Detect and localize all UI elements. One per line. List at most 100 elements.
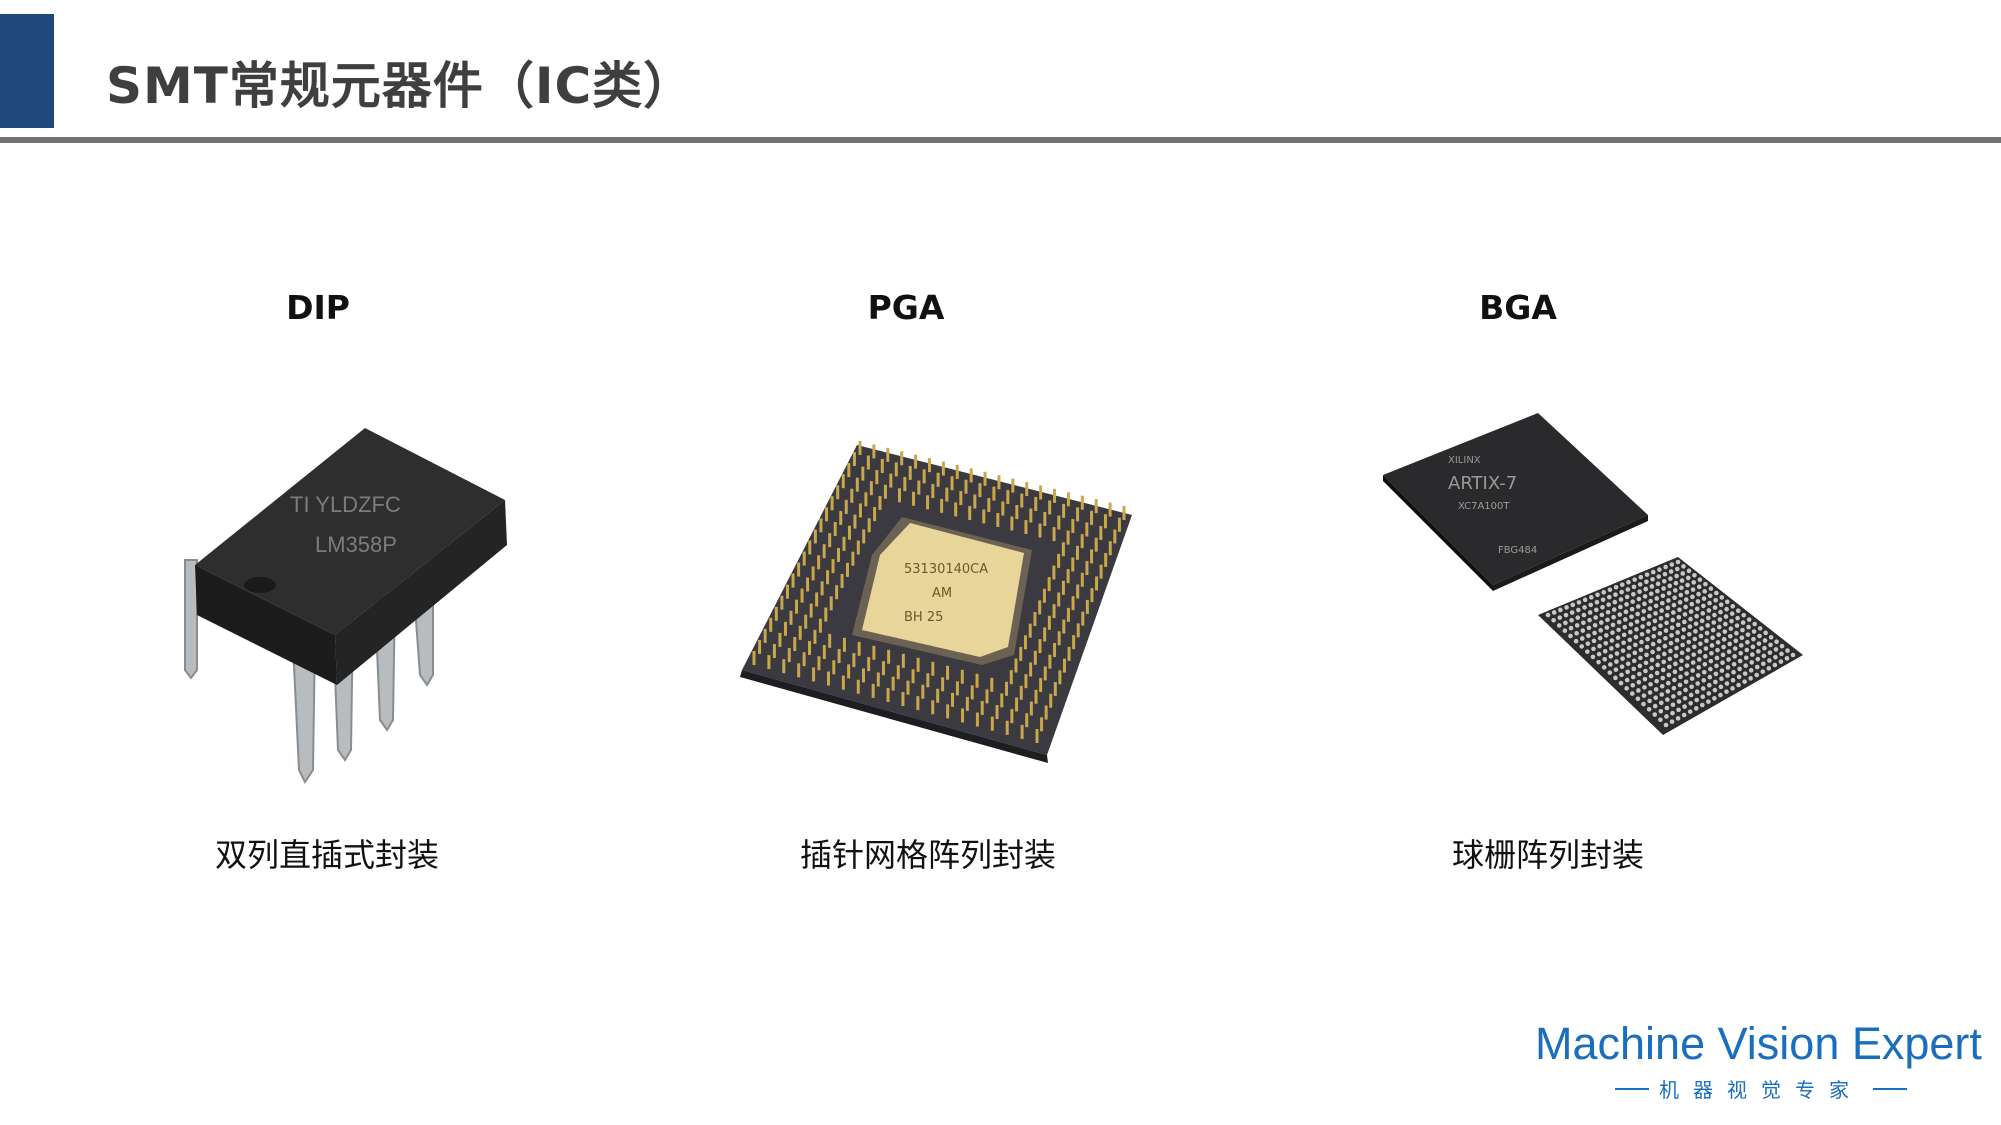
bga-ball <box>1779 651 1784 657</box>
bga-ball <box>1646 706 1652 712</box>
bga-ball <box>1676 614 1682 620</box>
bga-ball <box>1610 622 1616 628</box>
pga-pin <box>945 487 949 502</box>
bga-ball <box>1688 700 1693 706</box>
bga-ball <box>1675 559 1681 565</box>
bga-ball <box>1724 599 1730 605</box>
pga-pin <box>887 649 891 664</box>
pga-pin <box>1058 670 1062 685</box>
bga-ball <box>1631 658 1637 664</box>
pga-pin <box>936 472 940 487</box>
pga-pin <box>1039 485 1043 500</box>
pga-pin <box>1006 490 1010 505</box>
pga-pin <box>961 708 965 723</box>
pga-pin <box>912 491 916 506</box>
pga-pin <box>1034 496 1038 511</box>
bga-ball <box>1698 633 1704 639</box>
pga-pin <box>1122 506 1126 520</box>
bga-ball <box>1643 660 1649 666</box>
bga-ball <box>1661 651 1667 657</box>
bga-ball <box>1737 666 1742 672</box>
bga-ball <box>1650 569 1656 575</box>
bga-ball <box>1768 642 1773 648</box>
pga-pin <box>839 510 843 525</box>
bga-ball <box>1697 577 1703 583</box>
bga-ball <box>1598 620 1604 625</box>
bga-ball <box>1609 638 1615 643</box>
bga-ball <box>1768 634 1774 640</box>
bga-ball <box>1691 580 1697 585</box>
bga-ball <box>1772 662 1778 668</box>
pga-pin <box>785 584 789 599</box>
bga-ball <box>1707 600 1712 606</box>
pga-pin <box>1033 650 1037 665</box>
bga-ball <box>1694 689 1700 695</box>
bga-ball <box>1610 630 1615 635</box>
dip-marking-2: LM358P <box>315 532 397 557</box>
bga-ball <box>1767 658 1772 663</box>
pga-pin <box>842 637 846 652</box>
bga-ball <box>1629 691 1635 696</box>
bga-ball <box>1689 684 1694 690</box>
pga-pin <box>1072 635 1076 650</box>
bga-ball <box>1695 673 1701 678</box>
pga-pin <box>903 477 907 492</box>
bga-ball <box>1720 652 1726 658</box>
bga-ball <box>1708 586 1714 591</box>
bga-ball <box>1727 633 1733 639</box>
pga-pin <box>1076 623 1080 638</box>
bga-ball <box>1668 640 1674 646</box>
bga-ball <box>1616 619 1622 625</box>
pga-pin <box>941 461 945 476</box>
bga-ball <box>1748 676 1753 681</box>
bga-ball <box>1674 645 1679 651</box>
bga-ball <box>1562 628 1568 634</box>
bga-ball <box>1697 649 1703 654</box>
pga-pin <box>1108 502 1112 517</box>
bga-ball <box>1640 624 1645 629</box>
pga-pin <box>936 688 940 703</box>
pga-pin <box>780 595 784 610</box>
bga-ball <box>1668 648 1673 654</box>
pga-pin <box>804 614 808 629</box>
bga-ball <box>1636 679 1642 685</box>
bga-ball <box>1687 631 1692 637</box>
bga-ball <box>1682 612 1688 617</box>
pga-pin <box>1048 500 1052 515</box>
pga-pin <box>857 641 861 656</box>
pga-pin <box>778 632 782 647</box>
pga-pin <box>922 469 926 484</box>
pga-pin <box>1053 642 1057 657</box>
pga-pin <box>1094 537 1098 552</box>
bga-ball <box>1640 616 1646 622</box>
pga-pin <box>931 700 935 715</box>
bga-ball <box>1671 685 1677 691</box>
pga-pin <box>818 618 822 633</box>
pga-pin <box>940 498 944 513</box>
bga-ball <box>1580 628 1586 633</box>
bga-ball <box>1575 615 1581 620</box>
bga-ball <box>1605 609 1611 615</box>
pga-pin <box>1085 561 1089 576</box>
bga-ball <box>1721 644 1726 650</box>
pga-pin <box>802 551 806 566</box>
package-label-pga: PGA <box>867 288 945 327</box>
bga-ball <box>1751 629 1757 634</box>
bga-ball <box>1688 616 1693 622</box>
pga-pin <box>985 689 989 704</box>
pga-pin <box>866 455 870 470</box>
pga-pin <box>886 447 890 462</box>
pga-pin <box>980 700 984 715</box>
bga-ball <box>1725 673 1730 678</box>
pga-pin <box>1090 549 1094 564</box>
bga-ball <box>1720 660 1725 666</box>
bga-ball <box>1703 581 1708 587</box>
pga-pin <box>1011 478 1015 493</box>
bga-ball <box>1790 652 1796 658</box>
bga-ball <box>1681 627 1687 632</box>
bga-ball <box>1691 644 1697 650</box>
pga-pin <box>1080 534 1084 549</box>
bga-ball <box>1595 592 1600 598</box>
pga-pin <box>1075 545 1079 560</box>
bga-ball <box>1710 635 1715 641</box>
